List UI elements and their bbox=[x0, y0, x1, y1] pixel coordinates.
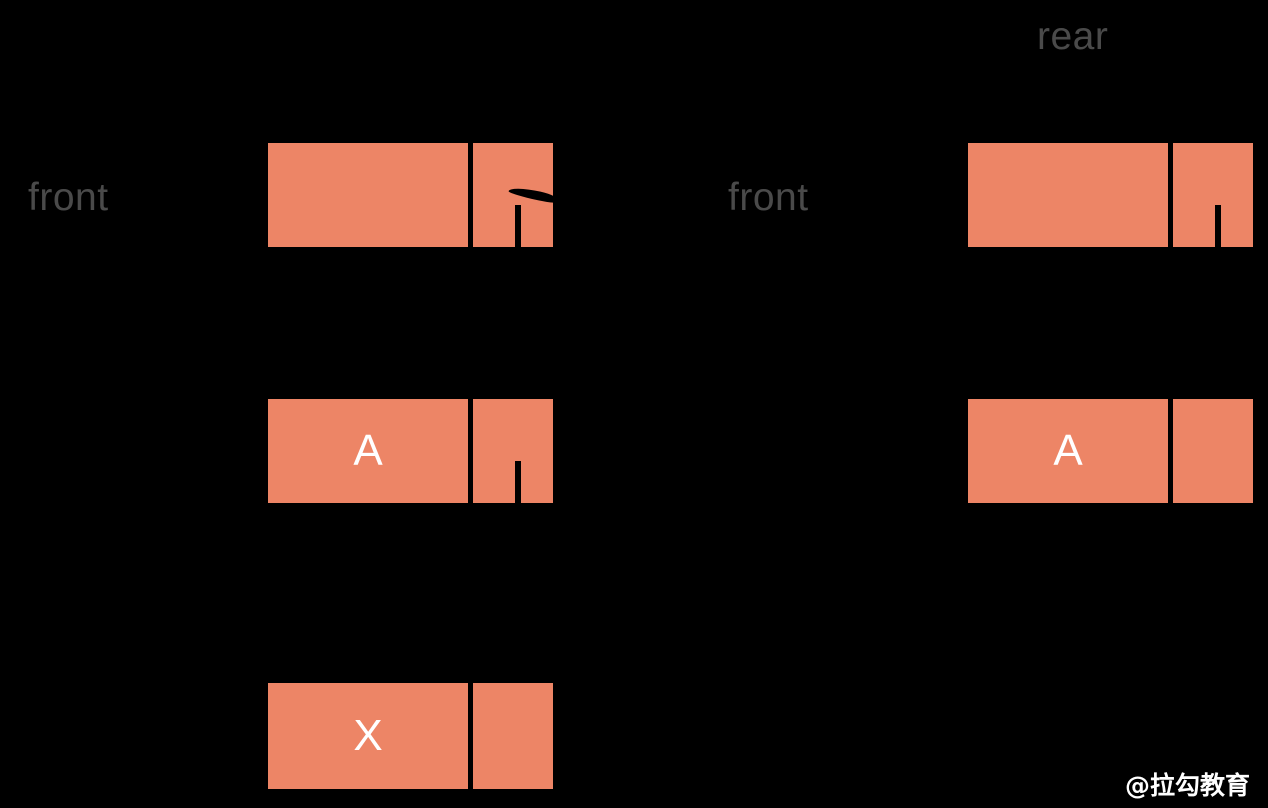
node-right-2-divider bbox=[1168, 399, 1173, 503]
node-left-1[interactable] bbox=[268, 143, 561, 247]
label-rear-right: rear bbox=[1037, 15, 1109, 58]
node-left-1-divider bbox=[468, 143, 473, 247]
label-front-left: front bbox=[28, 176, 109, 219]
node-left-2-next-cell bbox=[473, 399, 553, 503]
node-left-3-next-cell bbox=[473, 683, 553, 789]
node-left-2-pointer-tick bbox=[515, 461, 521, 503]
node-right-1-data-cell bbox=[968, 143, 1168, 247]
node-left-3[interactable]: X bbox=[268, 683, 553, 789]
node-right-2-next-cell bbox=[1173, 399, 1253, 503]
node-right-1-divider bbox=[1168, 143, 1173, 247]
node-left-3-value: X bbox=[353, 711, 383, 760]
node-left-2[interactable]: A bbox=[268, 399, 553, 503]
node-right-1[interactable] bbox=[968, 143, 1253, 247]
label-front-right: front bbox=[728, 176, 809, 219]
node-right-1-pointer-tick bbox=[1215, 205, 1221, 247]
node-left-1-pointer-stub bbox=[508, 185, 561, 205]
node-left-1-data-cell bbox=[268, 143, 468, 247]
node-left-1-next-cell bbox=[473, 143, 561, 247]
node-left-2-value: A bbox=[353, 426, 383, 475]
node-left-3-divider bbox=[468, 683, 473, 789]
node-right-1-next-cell bbox=[1173, 143, 1253, 247]
watermark: @拉勾教育 bbox=[1124, 771, 1250, 800]
node-left-2-divider bbox=[468, 399, 473, 503]
node-left-2-data-cell: A bbox=[268, 399, 468, 503]
node-right-2-value: A bbox=[1053, 426, 1083, 475]
node-right-2-data-cell: A bbox=[968, 399, 1168, 503]
node-right-2[interactable]: A bbox=[968, 399, 1253, 503]
node-left-1-pointer-tick bbox=[515, 205, 521, 247]
node-left-3-data-cell: X bbox=[268, 683, 468, 789]
